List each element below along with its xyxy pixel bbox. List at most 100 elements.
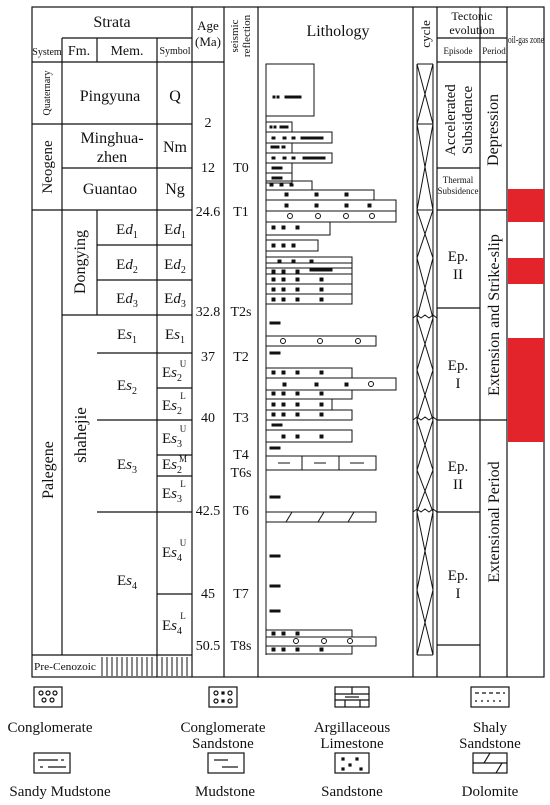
period-depression: Depression [485,94,502,166]
episode-ep1-lower-num: I [456,586,461,602]
episode-ep2-upper: Ep. [448,249,468,265]
age-label: 50.5 [196,639,221,654]
conglomerate-sandstone-icon [208,686,238,708]
legend-label: Sandstone [321,784,383,800]
legend-item-dolomite: Dolomite [450,780,530,800]
legend-label: Conglomerate [180,720,266,736]
symbol-es2u: Es2 [162,365,182,384]
legend-item-shaly-sandstone: Shaly Sandstone [450,716,530,752]
symbol-es4l: Es4 [162,618,182,637]
period-extension-strike-slip: Extension and Strike-slip [486,234,503,396]
fm-dongying: Dongying [72,230,89,294]
member-ed3: Ed3 [116,291,138,310]
reflection-label: T0 [233,161,249,176]
legend-label: Sandy Mudstone [9,784,111,800]
symbol-es2l-sup: L [180,391,186,401]
episode-ep2-lower-num: II [453,477,463,493]
symbol-es2u-sup: U [180,359,187,369]
age-label: 42.5 [196,504,221,519]
lithology-header: Lithology [306,23,369,40]
legend-swatches [33,686,510,774]
thermal-line2: Subsidence [438,186,479,196]
shaly-sandstone-icon [470,686,510,708]
member-es2: Es2 [117,378,137,397]
system-header: System [32,47,62,58]
member-es3: Es3 [117,457,137,476]
fm-minghua-2: zhen [97,149,127,166]
mudstone-icon [207,752,245,774]
symbol-es3u: Es3 [162,431,182,450]
oil-gas-zones [508,189,544,442]
strata-header: Strata [93,14,130,31]
table-frame [31,6,545,678]
system-palegene: Palegene [40,441,57,499]
fm-minghua-1: Minghua- [80,130,143,147]
reflection-label: T3 [233,411,249,426]
reflection-header: reflection [241,14,253,57]
sandstone-icon [334,752,370,774]
legend-label: Limestone [320,736,384,752]
cycle-column [412,63,438,656]
legend-label: Sandstone [192,736,254,752]
episode-ep1-upper: Ep. [448,358,468,374]
argillaceous-limestone-layer [278,456,364,470]
mem-header: Mem. [110,44,143,59]
fm-pingyuna: Pingyuna [80,88,140,105]
episode-ep2-lower: Ep. [448,459,468,475]
member-es4: Es4 [117,573,137,592]
system-pre-cenozoic: Pre-Cenozoic [34,662,97,673]
system-neogene: Neogene [40,140,56,194]
symbol-es3l: Es3 [162,486,182,505]
accelerated-line1: Accelerated [443,84,459,156]
age-label: 32.8 [196,305,221,320]
symbol-es4u: Es4 [162,545,182,564]
legend-item-sandy-mudstone: Sandy Mudstone [0,780,120,800]
legend: Conglomerate Conglomerate Sandstone Argi… [0,680,550,805]
symbol-ed3: Ed3 [164,291,186,310]
symbol-es4u-sup: U [180,538,187,548]
seismic-header: seismic [229,19,241,52]
age-header: Age [197,18,219,33]
fm-guantao: Guantao [83,181,137,198]
episode-ep1-lower: Ep. [448,568,468,584]
reflection-label: T6s [231,466,252,481]
dolomite-layer [285,511,355,523]
cycle-header: cycle [418,20,433,48]
symbol-es3m-sup: M [179,454,187,464]
reflection-label: T8s [231,639,252,654]
fm-shahejie: shahejie [71,407,90,463]
lithology-column [265,63,397,655]
thermal-line1: Thermal [443,175,474,185]
symbol-header: Symbol [159,46,190,57]
symbol-nm: Nm [163,139,188,156]
symbol-q: Q [169,88,181,105]
reflection-label: T7 [233,587,249,602]
legend-label: Conglomerate [7,720,93,736]
symbol-es3m: Es2 [162,457,182,476]
symbol-es1: Es1 [165,327,185,346]
symbol-ng: Ng [165,181,185,198]
lithology-circles [280,213,375,644]
legend-label: Dolomite [461,784,519,800]
legend-label: Shaly [472,720,508,736]
episode-ep1-upper-num: I [456,376,461,392]
reflection-label: T1 [233,205,249,220]
symbol-es3u-sup: U [180,424,187,434]
sandy-mudstone-icon [33,752,71,774]
oil-gas-zone [508,338,544,442]
argillaceous-limestone-icon [334,686,370,708]
legend-label: Mudstone [195,784,255,800]
reflection-label: T6 [233,504,249,519]
oil-gas-zone [508,258,544,284]
age-unit-header: (Ma) [195,34,221,49]
dolomite-icon [472,752,508,774]
evolution-header: evolution [449,23,494,37]
conglomerate-icon [33,686,63,708]
legend-item-sandstone: Sandstone [310,780,394,800]
oil-gas-zone [508,189,544,222]
accelerated-line2: Subsidence [460,86,476,155]
age-label: 45 [201,587,215,602]
oilgas-header: oil-gas zone [508,34,544,46]
pre-cenozoic-hatch [101,657,188,676]
age-label: 24.6 [196,205,221,220]
